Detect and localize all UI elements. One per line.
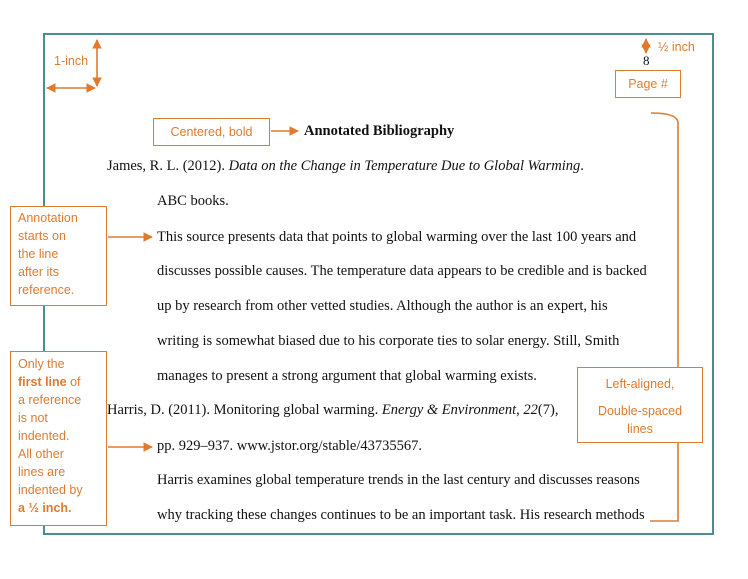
text-run: manages to present a strong argument tha…	[157, 368, 537, 384]
callout-line: lines	[627, 422, 653, 436]
left-aligned-text: Left-aligned,	[605, 377, 675, 391]
centered-bold-callout: Centered, bold	[153, 118, 270, 146]
reference-line-3: Harris, D. (2011). Monitoring global war…	[107, 403, 558, 418]
callout-line: lines are	[18, 463, 106, 481]
text-run: writing is somewhat biased due to his co…	[157, 333, 620, 349]
callout-run: lines are	[18, 465, 66, 479]
callout-run: of	[66, 375, 81, 389]
document-title: Annotated Bibliography	[304, 123, 455, 139]
callout-line: indented by	[18, 481, 106, 499]
callout-run: indented by	[18, 483, 83, 497]
callout-run: All other	[18, 447, 64, 461]
annotation-line-7: why tracking these changes continues to …	[157, 508, 645, 523]
page-number-callout-text: Page #	[628, 77, 668, 91]
text-run: why tracking these changes continues to …	[157, 507, 645, 523]
callout-line: starts on	[18, 229, 66, 243]
first-line-callout: Only the first line of a reference is not in…	[10, 351, 107, 526]
callout-line: indented.	[18, 427, 106, 445]
callout-run: Only the	[18, 357, 65, 371]
callout-line: first line of	[18, 373, 106, 391]
callout-run: first line	[18, 375, 67, 389]
callout-line: after its	[18, 265, 59, 279]
callout-line: a ½ inch.	[18, 499, 106, 517]
annotation-line-6: Harris examines global temperature trend…	[157, 473, 640, 488]
reference-line-4: pp. 929–937. www.jstor.org/stable/437355…	[157, 439, 422, 454]
half-inch-label: ½ inch	[658, 40, 695, 54]
callout-run: ½ inch.	[28, 501, 72, 515]
text-run: up by research from other vetted studies…	[157, 298, 608, 314]
text-run: James, R. L. (2012).	[107, 158, 229, 174]
annotation-line-2: discusses possible causes. The temperatu…	[157, 264, 647, 279]
text-run: Energy & Environment	[381, 402, 517, 418]
text-run: ABC books.	[157, 193, 229, 209]
annotation-line-3: up by research from other vetted studies…	[157, 299, 608, 314]
callout-line: reference.	[18, 283, 75, 297]
page-number-callout: Page #	[615, 70, 681, 98]
text-run: 22	[523, 402, 538, 418]
callout-run: a reference	[18, 393, 82, 407]
callout-run: is not	[18, 411, 48, 425]
annotation-line-4: writing is somewhat biased due to his co…	[157, 334, 619, 349]
callout-line: Only the	[18, 355, 106, 373]
text-run: Harris, D. (2011). Monitoring global war…	[107, 402, 382, 418]
text-run: .	[580, 158, 584, 174]
annotation-line-1: This source presents data that points to…	[157, 230, 636, 245]
callout-line: is not	[18, 409, 106, 427]
callout-line: a reference	[18, 391, 106, 409]
callout-line: Double-spaced	[597, 404, 683, 418]
reference-line-1: James, R. L. (2012). Data on the Change …	[107, 159, 584, 174]
annotation-start-callout: Annotation starts on the line after its refe…	[10, 206, 107, 306]
annotation-line-5: manages to present a strong argument tha…	[157, 369, 537, 384]
page-number: 8	[643, 53, 650, 68]
text-run: Harris examines global temperature trend…	[157, 472, 640, 488]
callout-run: a	[18, 501, 29, 515]
callout-line: the line	[18, 247, 59, 261]
reference-line-2: ABC books.	[157, 194, 229, 209]
text-run: pp. 929–937. www.jstor.org/stable/437355…	[157, 438, 423, 454]
centered-bold-callout-text: Centered, bold	[170, 125, 253, 139]
text-run: This source presents data that points to…	[157, 229, 637, 245]
document-page	[43, 33, 714, 535]
left-aligned-callout: Left-aligned, Double-spaced lines	[577, 367, 703, 443]
text-run: discusses possible causes. The temperatu…	[157, 263, 647, 279]
one-inch-label: 1-inch	[54, 54, 89, 68]
callout-run: indented.	[18, 429, 70, 443]
text-run: (7),	[537, 402, 559, 418]
callout-line: Annotation	[18, 211, 78, 225]
callout-line: All other	[18, 445, 106, 463]
text-run: Data on the Change in Temperature Due to…	[228, 158, 581, 174]
text-run: ,	[516, 402, 524, 418]
